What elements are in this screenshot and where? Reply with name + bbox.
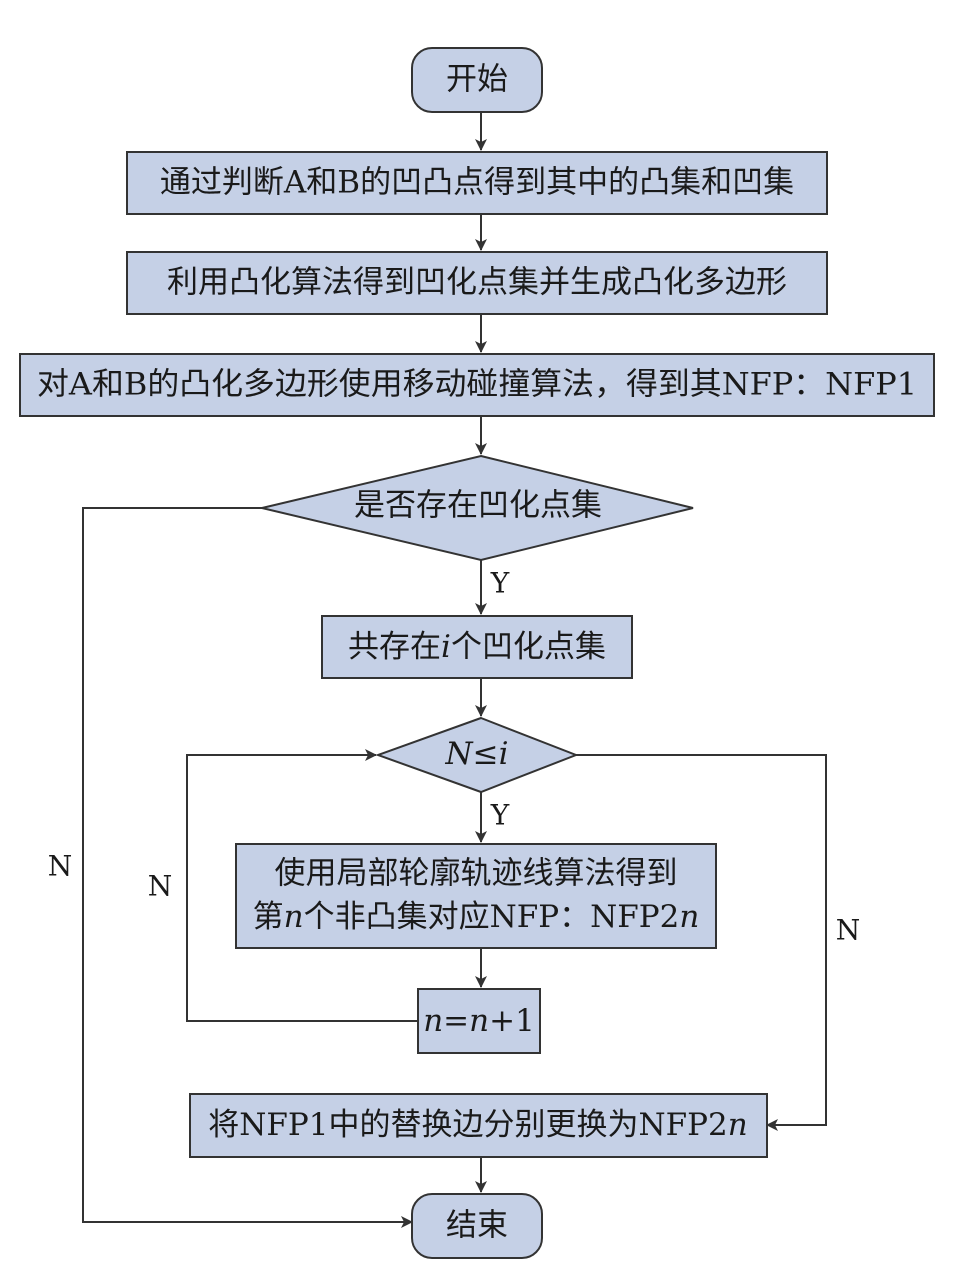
step6-var2: n [469, 1003, 489, 1039]
step3-label: 对A和B的凸化多边形使用移动碰撞算法，得到其NFP：NFP1 [37, 367, 917, 403]
step6-var1: n [423, 1003, 443, 1039]
step4-pre: 共存在 [348, 629, 441, 665]
step7-box: 将NFP1中的替换边分别更换为NFP2n [189, 1093, 768, 1158]
step5-line2-mid: 个非凸集对应NFP：NFP2 [304, 899, 680, 935]
step1-box: 通过判断A和B的凹凸点得到其中的凸集和凹集 [126, 151, 828, 215]
decision2-yes-label: Y [490, 799, 510, 832]
step3-box: 对A和B的凸化多边形使用移动碰撞算法，得到其NFP：NFP1 [19, 353, 935, 417]
step7-var: n [728, 1107, 748, 1143]
step6-box: n=n+1 [417, 988, 541, 1054]
decision2-op: ≤ [473, 736, 499, 772]
step2-box: 利用凸化算法得到凹化点集并生成凸化多边形 [126, 251, 828, 315]
start-label: 开始 [446, 62, 508, 98]
decision2-diamond: N≤i [375, 716, 579, 794]
step5-line2: 第n个非凸集对应NFP：NFP2n [253, 899, 700, 935]
step6-op: = [443, 1003, 469, 1039]
step5-line2-pre: 第 [253, 899, 284, 935]
end-label: 结束 [446, 1208, 508, 1244]
step1-label: 通过判断A和B的凹凸点得到其中的凸集和凹集 [160, 165, 794, 201]
arrow-decision1-no [82, 507, 413, 1228]
decision2-var1: N [444, 736, 474, 772]
step4-var: i [441, 629, 451, 665]
decision1-label: 是否存在凹化点集 [354, 488, 602, 524]
arrow-loop-back [186, 749, 418, 1022]
step4-post: 个凹化点集 [451, 629, 606, 665]
step7-pre: 将NFP1中的替换边分别更换为NFP2 [208, 1107, 727, 1143]
decision2-no-label: N [836, 914, 861, 947]
step2-label: 利用凸化算法得到凹化点集并生成凸化多边形 [167, 265, 787, 301]
step5-line2-var2: n [679, 899, 699, 935]
loop-no-label: N [148, 870, 173, 903]
end-node: 结束 [411, 1193, 543, 1259]
step4-label: 共存在i个凹化点集 [348, 629, 606, 665]
decision2-var2: i [499, 736, 509, 772]
decision1-yes-label: Y [490, 567, 510, 600]
step5-line1: 使用局部轮廓轨迹线算法得到 [275, 856, 678, 892]
start-node: 开始 [411, 47, 543, 113]
step5-box: 使用局部轮廓轨迹线算法得到 第n个非凸集对应NFP：NFP2n [235, 843, 717, 949]
step5-line2-var: n [284, 899, 304, 935]
step7-label: 将NFP1中的替换边分别更换为NFP2n [208, 1107, 747, 1143]
decision2-label: N≤i [444, 736, 508, 772]
decision1-no-label: N [48, 850, 73, 883]
step6-label: n=n+1 [423, 1003, 535, 1039]
decision1-diamond: 是否存在凹化点集 [261, 454, 694, 562]
arrow-decision2-no [576, 754, 827, 1131]
step4-box: 共存在i个凹化点集 [321, 615, 633, 679]
step6-post: +1 [489, 1003, 535, 1039]
